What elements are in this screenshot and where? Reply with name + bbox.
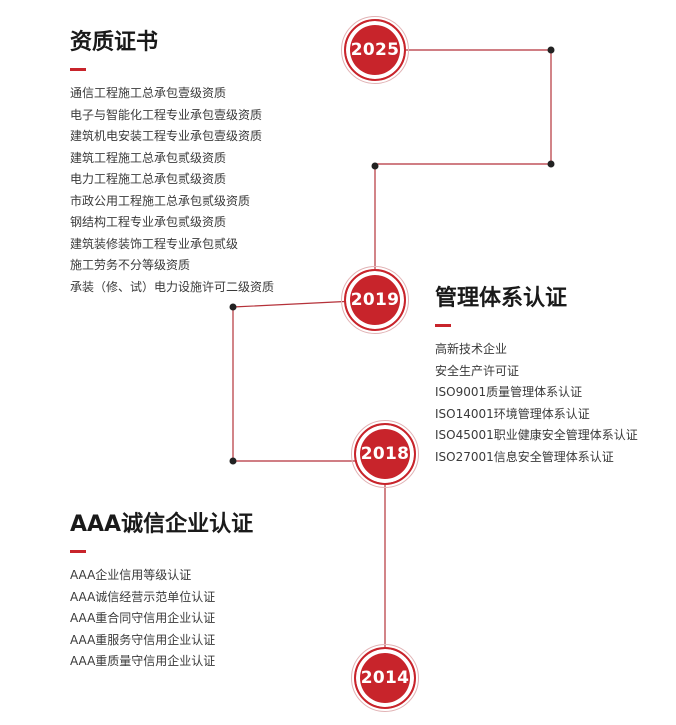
list-item: ISO14001环境管理体系认证 xyxy=(435,406,590,421)
junction-dot xyxy=(371,162,379,170)
junction-dot xyxy=(547,46,555,54)
list-item: 通信工程施工总承包壹级资质 xyxy=(70,86,227,100)
title-accent-bar xyxy=(70,550,86,553)
aaa-list: AAA企业信用等级认证 AAA诚信经营示范单位认证 AAA重合同守信用企业认证 … xyxy=(70,565,253,673)
list-item: 高新技术企业 xyxy=(435,342,508,356)
year-label: 2019 xyxy=(350,290,400,310)
list-item: 建筑机电安装工程专业承包壹级资质 xyxy=(70,129,263,143)
list-item: 安全生产许可证 xyxy=(435,363,520,378)
junction-dot xyxy=(547,160,555,168)
junction-dot xyxy=(229,457,237,465)
qualification-title: 资质证书 xyxy=(70,30,159,55)
aaa-title: AAA诚信企业认证 xyxy=(70,512,254,537)
year-node-2025: 2025 xyxy=(341,16,409,84)
junction-dot xyxy=(229,303,237,311)
year-label: 2018 xyxy=(360,444,410,464)
list-item: AAA企业信用等级认证 xyxy=(70,568,192,582)
list-item: 电子与智能化工程专业承包壹级资质 xyxy=(70,107,263,122)
management-title: 管理体系认证 xyxy=(435,286,568,311)
list-item: 施工劳务不分等级资质 xyxy=(70,258,191,272)
list-item: AAA重服务守信用企业认证 xyxy=(70,632,216,647)
list-item: 承装（修、试）电力设施许可二级资质 xyxy=(70,279,275,294)
management-section: 管理体系认证 高新技术企业 安全生产许可证 ISO9001质量管理体系认证 IS… xyxy=(435,284,638,468)
year-node-2019: 2019 xyxy=(341,266,409,334)
list-item: 建筑装修装饰工程专业承包贰级 xyxy=(70,236,239,251)
list-item: ISO45001职业健康安全管理体系认证 xyxy=(435,428,638,442)
year-label: 2025 xyxy=(350,40,400,60)
title-accent-bar xyxy=(70,68,86,71)
list-item: 市政公用工程施工总承包贰级资质 xyxy=(70,193,251,208)
list-item: 钢结构工程专业承包贰级资质 xyxy=(70,215,227,229)
title-accent-bar xyxy=(435,324,451,327)
year-label: 2014 xyxy=(360,668,410,688)
list-item: 建筑工程施工总承包贰级资质 xyxy=(70,150,227,165)
management-list: 高新技术企业 安全生产许可证 ISO9001质量管理体系认证 ISO14001环… xyxy=(435,339,638,468)
list-item: AAA重合同守信用企业认证 xyxy=(70,611,216,625)
list-item: ISO9001质量管理体系认证 xyxy=(435,385,583,399)
list-item: AAA诚信经营示范单位认证 xyxy=(70,589,216,604)
aaa-section: AAA诚信企业认证 AAA企业信用等级认证 AAA诚信经营示范单位认证 AAA重… xyxy=(70,510,253,673)
list-item: AAA重质量守信用企业认证 xyxy=(70,654,216,668)
list-item: ISO27001信息安全管理体系认证 xyxy=(435,449,614,464)
list-item: 电力工程施工总承包贰级资质 xyxy=(70,172,227,186)
qualification-list: 通信工程施工总承包壹级资质 电子与智能化工程专业承包壹级资质 建筑机电安装工程专… xyxy=(70,83,274,298)
year-node-2014: 2014 xyxy=(351,644,419,712)
year-node-2018: 2018 xyxy=(351,420,419,488)
qualification-section: 资质证书 通信工程施工总承包壹级资质 电子与智能化工程专业承包壹级资质 建筑机电… xyxy=(70,28,274,298)
